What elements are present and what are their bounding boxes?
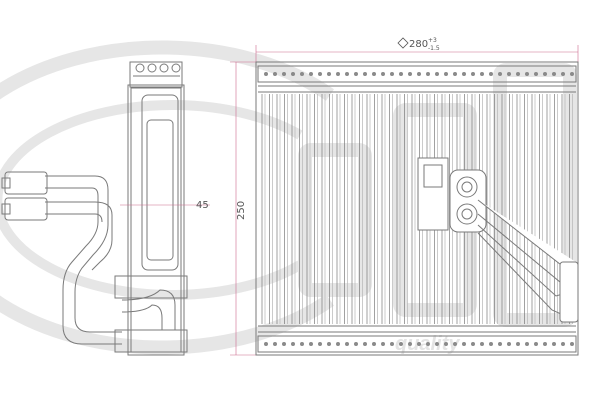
- header-dots-bottom: [264, 342, 574, 346]
- diagonal-pipe-d: [477, 232, 571, 319]
- front-top-header: [257, 65, 577, 83]
- fitting-lower-tip: [1, 203, 11, 215]
- pipe-upper-outer: [45, 175, 122, 333]
- diamond-symbol: [397, 37, 409, 49]
- side-top-cap: [129, 61, 183, 88]
- depth-dim-text: 45: [196, 200, 209, 211]
- width-dim-text: 280: [409, 39, 428, 50]
- width-dimension: [255, 45, 579, 62]
- fitting-upper: [4, 171, 48, 195]
- pipe-lower-inner: [45, 213, 103, 223]
- top-cap-bumps: [133, 63, 181, 77]
- height-dimension: [230, 61, 260, 356]
- side-tank-body: [127, 84, 185, 356]
- height-dim-text: 250: [236, 201, 247, 220]
- header-dots-top: [264, 72, 574, 76]
- front-bottom-header: [257, 335, 577, 353]
- side-view: [1, 61, 188, 356]
- label-plate: [417, 157, 449, 231]
- fitting-lower: [4, 197, 48, 221]
- label-plate-window: [423, 164, 443, 188]
- front-outer-frame: [255, 61, 579, 356]
- fitting-upper-tip: [1, 177, 11, 189]
- pipe-upper-inner: [45, 187, 122, 345]
- pipe-lower-outer: [45, 201, 113, 271]
- side-core-panel: [141, 94, 179, 271]
- side-fitting: [559, 261, 579, 323]
- diagonal-pipe-a: [477, 199, 577, 269]
- inlet-port: [456, 176, 478, 198]
- width-tol-upper: +3: [428, 37, 437, 44]
- depth-dimension: 45: [120, 200, 210, 211]
- pipe-bend-b: [121, 304, 163, 330]
- width-tol-lower: -1.5: [428, 45, 440, 52]
- side-lower-bracket: [114, 275, 188, 299]
- outlet-port: [456, 203, 478, 225]
- width-dim-label: 280 +3 -1.5: [397, 37, 440, 52]
- inlet-port-inner: [461, 181, 473, 193]
- side-bottom-bracket: [114, 329, 188, 353]
- outlet-port-inner: [461, 208, 473, 220]
- pipe-bend-a: [121, 289, 176, 330]
- core-fins: [261, 94, 573, 324]
- side-core-inner: [146, 119, 174, 261]
- front-view: [255, 61, 579, 356]
